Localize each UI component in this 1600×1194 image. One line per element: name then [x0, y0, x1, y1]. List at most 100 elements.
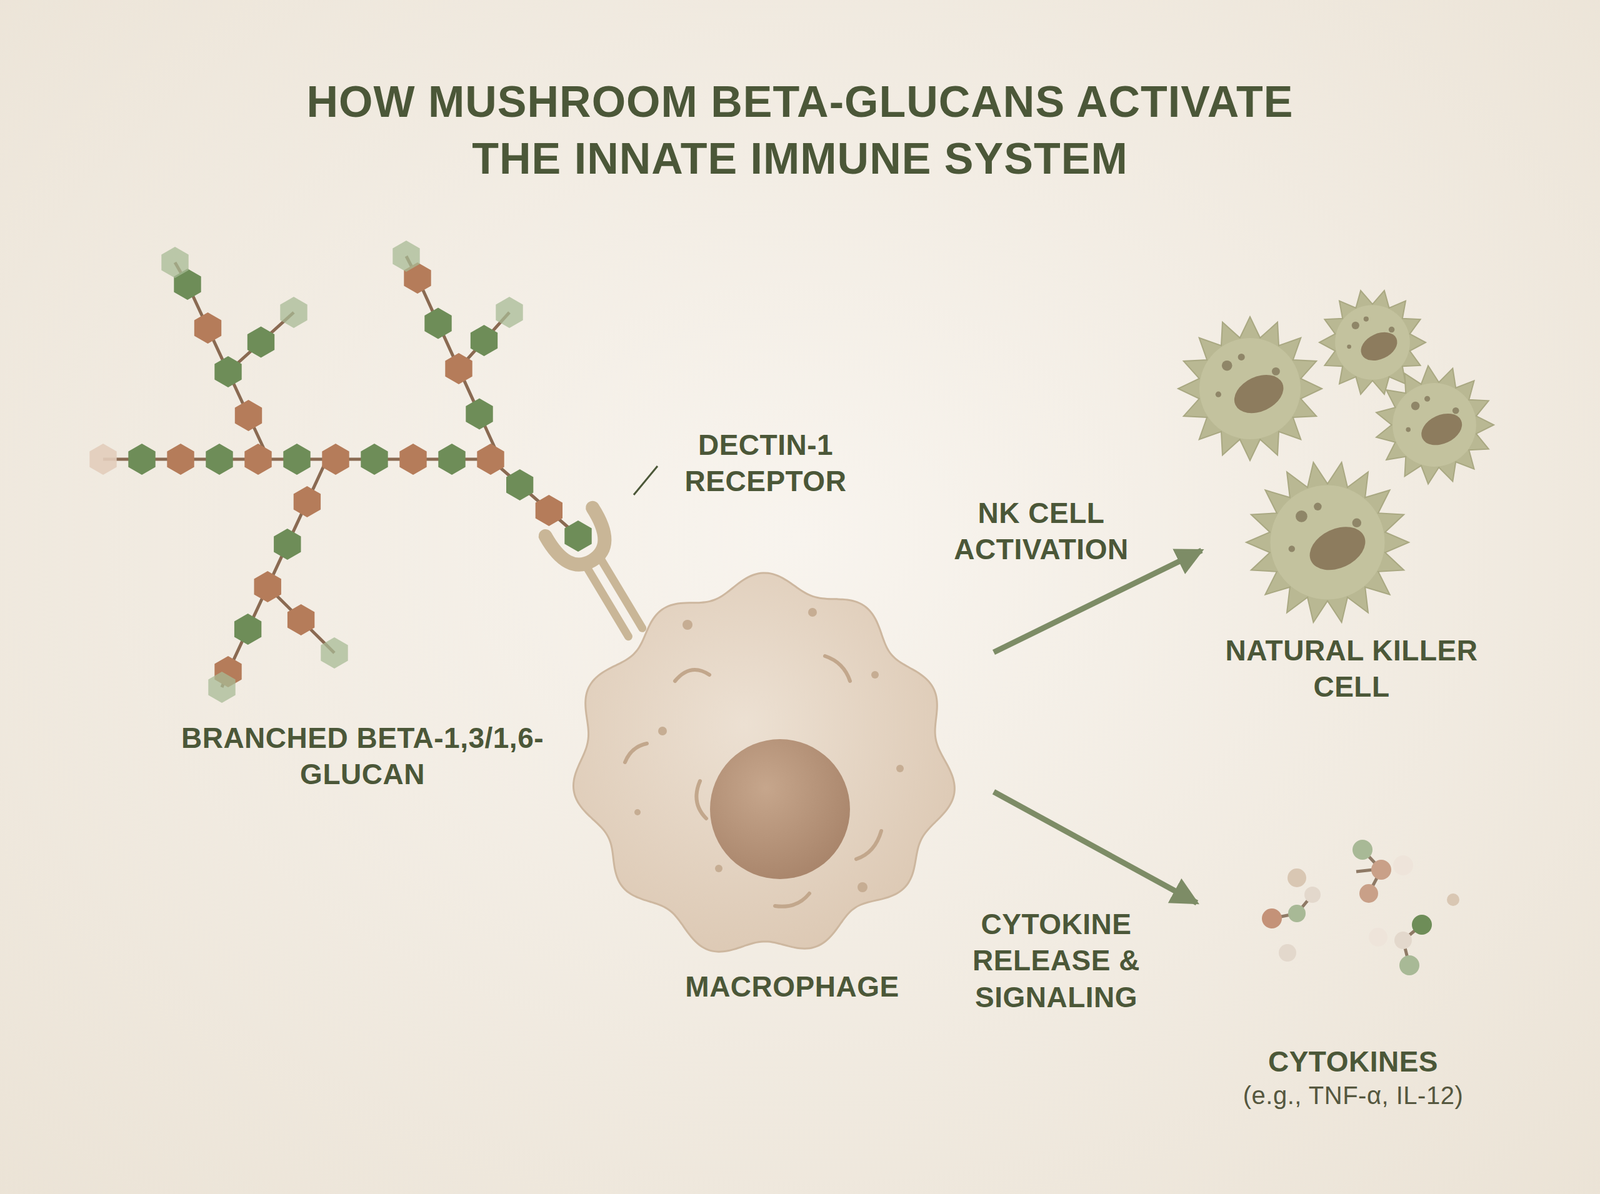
glucose-unit — [235, 400, 262, 432]
node-label: CYTOKINES — [1268, 1044, 1439, 1081]
cytokine-particle — [1288, 905, 1306, 923]
organelle — [675, 670, 710, 682]
nucleus — [710, 739, 850, 880]
glucose-unit — [283, 443, 310, 475]
glucan-bond — [228, 459, 327, 672]
organelle — [825, 656, 850, 682]
granule — [1424, 396, 1430, 402]
granule — [1238, 353, 1245, 361]
cytokine-particle — [1304, 886, 1321, 904]
cytokine-particle — [1393, 855, 1414, 876]
node-label: BRANCHED BETA-1,3/1,6-GLUCAN — [175, 720, 550, 793]
glucose-unit — [234, 613, 262, 645]
part-label: DECTIN-1 RECEPTOR — [662, 426, 869, 500]
glucose-unit — [321, 443, 349, 475]
granule — [1221, 360, 1233, 372]
glucose-unit — [495, 296, 523, 329]
granule — [1363, 316, 1369, 322]
glucose-unit — [470, 325, 498, 357]
vesicle — [715, 865, 723, 873]
glucose-unit — [128, 443, 155, 475]
cytokine-molecules — [1261, 840, 1460, 976]
arrow-connector — [993, 550, 1202, 653]
cytokine-particle — [1399, 955, 1420, 976]
glucose-unit — [506, 469, 534, 501]
nk-cells — [1178, 290, 1494, 623]
node-sublabel: (e.g., TNF-α, IL-12) — [1243, 1080, 1464, 1112]
organelle — [856, 831, 882, 860]
glucose-unit — [280, 296, 307, 329]
glucan-node: BRANCHED BETA-1,3/1,6-GLUCAN — [137, 262, 588, 800]
granule — [1295, 510, 1308, 523]
glucose-unit — [320, 637, 348, 669]
organelle — [775, 893, 810, 907]
vesicle — [808, 608, 817, 617]
cytokine-particle — [1359, 884, 1379, 904]
granule — [1411, 401, 1420, 411]
cytokine-node: CYTOKINES(e.g., TNF-α, IL-12) — [1196, 831, 1510, 1119]
nk-nucleus — [1228, 367, 1290, 421]
glucan-bonds — [103, 256, 579, 688]
macrophage-node: MACROPHAGE — [590, 562, 994, 1013]
cell-membrane — [573, 573, 955, 952]
cytokine-particle — [1261, 908, 1282, 929]
cytokine-particle — [1368, 928, 1388, 947]
glucose-unit — [399, 443, 427, 475]
node-label: NATURAL KILLER CELL — [1208, 633, 1496, 705]
edge-label: NK CELL ACTIVATION — [928, 495, 1154, 569]
cytokine-particle — [1287, 868, 1307, 888]
granule — [1288, 545, 1295, 552]
nk-nucleus — [1356, 326, 1402, 367]
glucose-unit — [424, 308, 452, 340]
nk-cytoplasm — [1199, 338, 1301, 440]
nk-cytoplasm — [1270, 485, 1385, 600]
glucose-unit — [194, 312, 222, 344]
cytokine-particle — [1411, 915, 1432, 935]
granule — [1352, 518, 1362, 529]
vesicle — [634, 809, 641, 816]
glucose-unit — [254, 571, 282, 603]
glucose-unit — [392, 240, 420, 272]
nk-cell — [1376, 366, 1494, 485]
nk-cell-body — [1246, 462, 1409, 623]
glucan-bond — [187, 284, 269, 460]
granule — [1452, 407, 1460, 415]
granule — [1215, 391, 1222, 398]
glucose-unit — [247, 326, 275, 359]
nk-cytoplasm — [1392, 383, 1477, 467]
title: HOW MUSHROOM BETA-GLUCANS ACTIVATE THE I… — [268, 73, 1332, 188]
glucan-molecule — [89, 240, 592, 704]
node-label: MACROPHAGE — [685, 969, 899, 1006]
glucose-unit — [273, 528, 301, 560]
nk-cell — [1246, 462, 1409, 623]
receptor-stalk — [597, 553, 643, 629]
granule — [1271, 367, 1280, 376]
nk-cell — [1178, 316, 1322, 461]
glucose-unit — [535, 495, 563, 527]
granule — [1346, 344, 1352, 349]
nk-cell-node: NATURAL KILLER CELL — [1201, 250, 1502, 713]
glucan-bond — [267, 586, 335, 654]
glucose-unit — [564, 520, 592, 552]
organelle — [696, 781, 707, 819]
dectin-receptor — [545, 508, 660, 647]
glucan-units — [89, 240, 592, 704]
vesicle — [658, 726, 667, 736]
receptor-cup — [545, 508, 617, 575]
nk-nucleus — [1302, 518, 1372, 579]
vesicle — [896, 765, 904, 773]
nk-cell-body — [1178, 316, 1322, 461]
nk-nucleus — [1416, 407, 1467, 452]
glucan-bond — [417, 278, 500, 460]
glucose-unit — [476, 443, 504, 475]
edge-label: CYTOKINE RELEASE & SIGNALING — [946, 906, 1166, 1016]
glucose-unit — [287, 604, 315, 636]
glucose-unit — [445, 353, 472, 385]
cytokine-particle — [1352, 840, 1373, 860]
granule — [1351, 321, 1360, 330]
cytokine-particle — [1371, 860, 1392, 880]
glucan-bond — [490, 459, 579, 537]
vesicle — [682, 620, 693, 630]
nk-cytoplasm — [1335, 305, 1410, 380]
